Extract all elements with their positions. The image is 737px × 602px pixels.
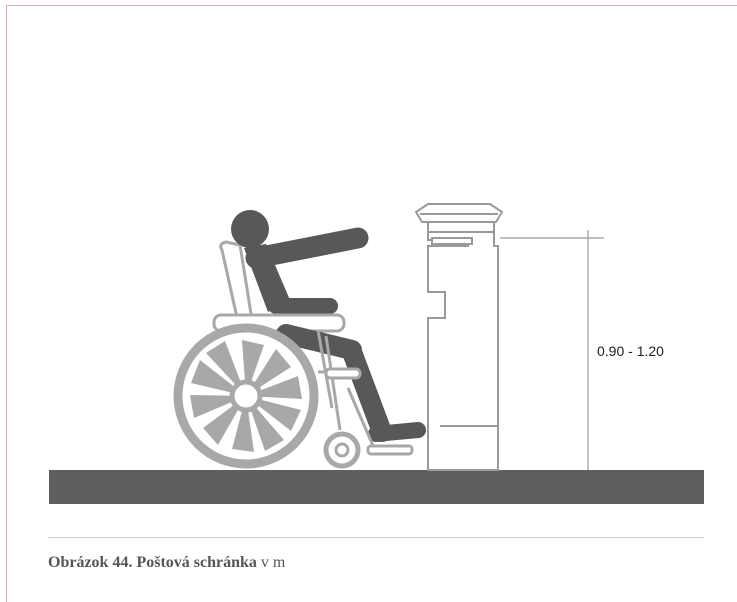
wheelchair-frame-strut [316, 329, 334, 409]
caption-unit-note: v m [260, 554, 286, 571]
wheelchair-caster-wheel [323, 431, 361, 469]
wheelchair-footrest [366, 444, 414, 456]
wheelchair-rear-wheel [173, 323, 319, 469]
wheelchair-user-icon [173, 210, 426, 469]
caption-divider [48, 537, 704, 538]
person-foot [368, 422, 426, 442]
person-arm [245, 227, 369, 269]
ground-slab [49, 470, 704, 504]
wheelchair-frame-front [324, 335, 342, 431]
wheelchair-backrest [219, 240, 254, 324]
person-lower-leg [342, 342, 392, 442]
caption-title: Poštová schránka [136, 554, 257, 571]
figure-frame [6, 5, 737, 602]
person-head [231, 210, 269, 248]
mailbox-body [427, 231, 499, 471]
mailbox-post-icon [415, 203, 503, 471]
wheelchair-armrest [324, 367, 362, 380]
dimension-label: 0.90 - 1.20 [597, 343, 664, 359]
wheelchair-footrest-bar [346, 387, 376, 449]
mailbox-collar [427, 221, 495, 233]
caption-number: Obrázok 44. [48, 554, 133, 571]
mailbox-slot [431, 237, 473, 245]
figure-caption: Obrázok 44. Poštová schránka v m [48, 554, 285, 572]
height-dimension [500, 230, 604, 470]
